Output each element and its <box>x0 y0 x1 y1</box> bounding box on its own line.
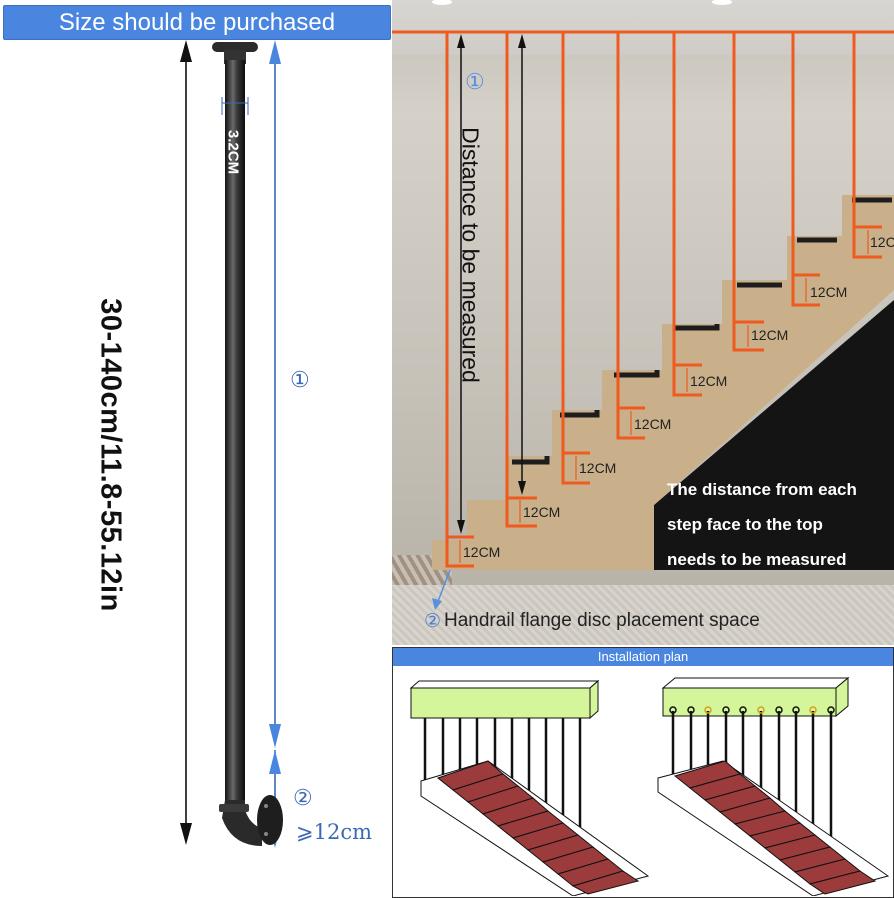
measurement-note: The distance from each step face to the … <box>667 472 887 577</box>
flange-marker: ② <box>424 610 442 632</box>
installation-diagrams <box>409 676 890 896</box>
distance-to-measure-label: Distance to be measured <box>457 127 484 383</box>
ceiling <box>392 0 894 55</box>
marker-2-label: ② <box>293 786 313 811</box>
size-title-banner: Size should be purchased <box>3 5 391 40</box>
pipe-dimension-diagram <box>180 40 283 848</box>
step-label: 12C <box>870 234 894 250</box>
step-label: 12CM <box>810 284 848 300</box>
flange-placement-label: Handrail flange disc placement space <box>444 610 760 631</box>
marker-1-label: ① <box>290 368 310 393</box>
arrow-down-icon <box>180 823 192 845</box>
min-clearance-label: ⩾12cm <box>296 820 372 844</box>
note-line: needs to be measured <box>667 550 847 569</box>
step-label: 12CM <box>523 504 561 520</box>
installation-plan-panel: Installation plan <box>392 647 894 898</box>
installation-plan-header: Installation plan <box>393 648 893 666</box>
step-label: 12CM <box>463 544 501 560</box>
arrow-up-icon <box>180 40 192 62</box>
length-range-label: 30-140cm/11.8-55.12in <box>94 298 127 612</box>
product-dimension-panel: Size should be purchased <box>0 0 392 898</box>
step-label: 12CM <box>690 373 728 389</box>
note-line: The distance from each <box>667 480 857 499</box>
stair-measurement-photo: ① Distance to be measured 12CM 12CM 12CM… <box>392 0 894 645</box>
stairs-illustration <box>392 0 894 610</box>
floor <box>392 585 894 645</box>
step-label: 12CM <box>751 327 789 343</box>
distance-marker: ① <box>465 70 485 95</box>
step-label: 12CM <box>579 460 617 476</box>
note-line: step face to the top <box>667 515 823 534</box>
beam-mount-diagram <box>657 676 890 896</box>
step-label: 12CM <box>634 416 672 432</box>
pipe-diameter-label: 3.2CM <box>224 129 242 175</box>
wall-mount-diagram <box>409 679 650 896</box>
